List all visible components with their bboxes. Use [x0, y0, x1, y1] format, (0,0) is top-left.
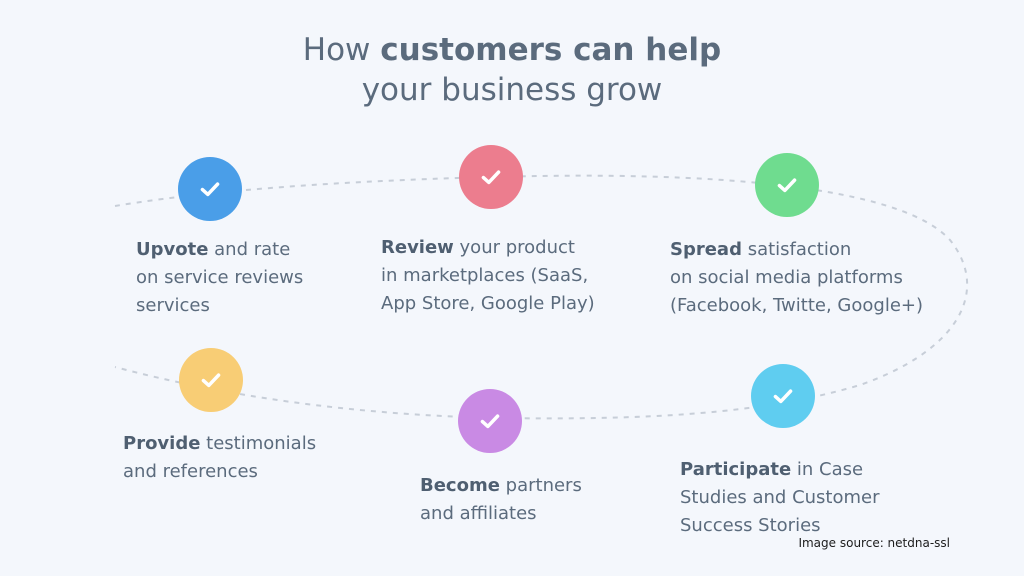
caption-line: and references	[123, 461, 258, 482]
check-icon	[777, 178, 797, 193]
become-node	[458, 389, 522, 453]
title-line-2: your business grow	[361, 72, 663, 108]
check-icon	[201, 373, 221, 388]
caption-line: on service reviews	[136, 267, 304, 288]
check-icon	[773, 389, 793, 404]
participate-caption: Participate in Case Studies and Customer…	[680, 456, 880, 540]
participate-node	[751, 364, 815, 428]
caption-line: Success Stories	[680, 515, 821, 536]
caption-line: and affiliates	[420, 503, 537, 524]
spread-caption: Spread satisfaction on social media plat…	[670, 236, 923, 320]
image-source-credit: Image source: netdna-ssl	[798, 536, 950, 550]
provide-caption: Provide testimonials and references	[123, 430, 316, 486]
become-caption: Become partners and affiliates	[420, 472, 582, 528]
caption-line: on social media platforms	[670, 267, 903, 288]
review-node	[459, 145, 523, 209]
caption-line: Review your product	[381, 237, 575, 258]
caption-line: Upvote and rate	[136, 239, 291, 260]
review-caption: Review your product in marketplaces (Saa…	[381, 234, 595, 318]
check-icon	[480, 414, 500, 429]
caption-line: Provide testimonials	[123, 433, 317, 454]
title-line-1: How customers can help	[302, 32, 722, 68]
caption-line: (Facebook, Twitte, Google+)	[670, 295, 923, 316]
provide-node	[179, 348, 243, 412]
caption-line: services	[136, 295, 210, 316]
upvote-caption: Upvote and rate on service reviews servi…	[136, 236, 303, 320]
caption-line: Studies and Customer	[680, 487, 880, 508]
caption-line: Spread satisfaction	[670, 239, 852, 260]
caption-line: in marketplaces (SaaS,	[381, 265, 589, 286]
check-icon	[200, 182, 220, 197]
caption-line: Become partners	[420, 475, 582, 496]
upvote-node	[178, 157, 242, 221]
spread-node	[755, 153, 819, 217]
caption-line: App Store, Google Play)	[381, 293, 595, 314]
check-icon	[481, 170, 501, 185]
page-title: How customers can help your business gro…	[0, 30, 1024, 110]
caption-line: Participate in Case	[680, 459, 864, 480]
